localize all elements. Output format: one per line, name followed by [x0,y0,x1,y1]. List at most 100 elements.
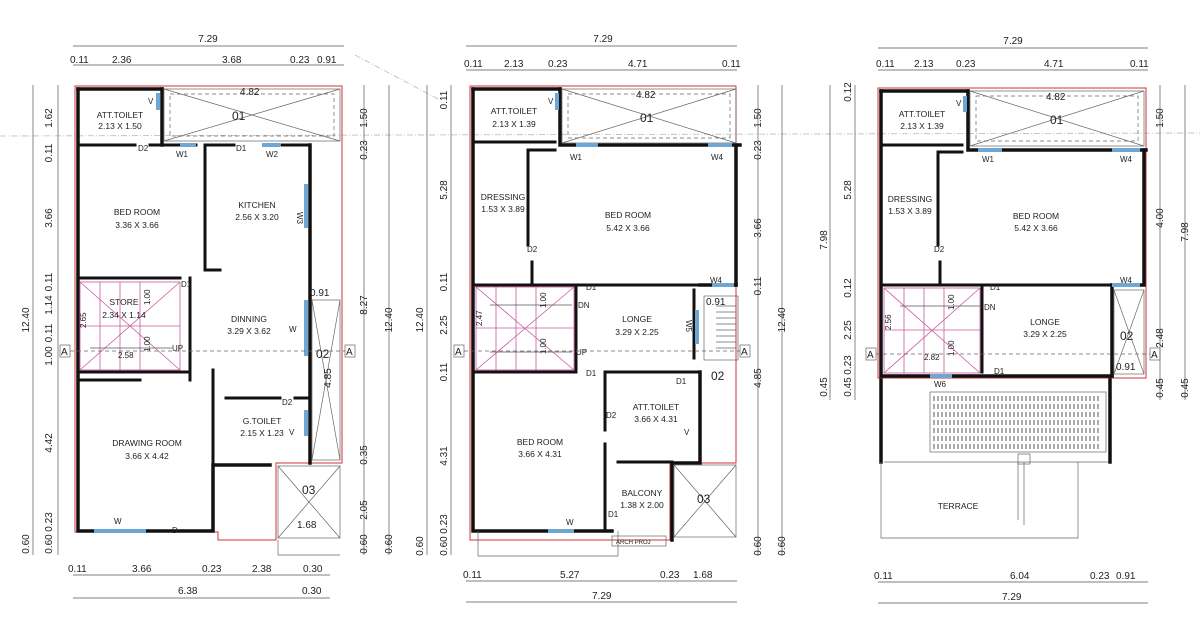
dim-top-total: 7.29 [198,34,218,45]
window-label: W [566,518,574,527]
dim-top: 0.23 [290,55,310,66]
open-area-tag: 02 [316,347,330,361]
room-name: ATT.TOILET [491,106,537,116]
dim-bottom: 1.68 [693,570,713,581]
scan-line [0,132,1200,137]
shaft-tag: 01 [232,109,246,123]
dim-bottom-total: 6.38 [178,586,198,597]
dim-right: 0.23 [753,140,764,160]
window-label: W4 [1120,276,1133,285]
dim-left: 0.11 [439,272,450,291]
dim-left: 1.00 [44,346,55,366]
dim-left: 1.62 [44,108,55,128]
dim-right: 8.27 [359,295,370,315]
room-name: DINNING [231,314,267,324]
dim-right-bottom: 0.45 [1180,378,1191,398]
dim-right: 3.66 [753,218,764,238]
dim-right-total: 12.40 [384,307,395,332]
room-size: 1.38 X 2.00 [620,500,664,510]
room-size: 2.34 X 1.14 [102,310,146,320]
dim-top: 2.13 [504,59,524,70]
stair-dim: 1.00 [947,340,956,356]
room-size: 3.29 X 2.25 [615,327,659,337]
dim-bottom: 6.04 [1010,571,1030,582]
open-area-dim: 0.91 [706,297,726,308]
stair-dim: 1.00 [947,294,956,310]
shaft-dim: 4.82 [1046,92,1066,103]
open-area-dim: 1.68 [297,520,317,531]
room-size: 3.66 X 4.42 [125,451,169,461]
room-size: 1.53 X 3.89 [481,204,525,214]
dim-bottom-total: 7.29 [1002,592,1022,603]
door-label: D1 [990,283,1001,292]
dim-left: 4.31 [439,446,450,466]
room-size: 3.29 X 3.62 [227,326,271,336]
door-label: D [172,526,178,535]
dim-left: 0.11 [44,143,55,162]
stair-dim: 2.65 [79,312,88,328]
door-label: D2 [934,245,945,254]
dim-left: 0.11 [44,272,55,291]
dim-right-bottom: 0.60 [384,534,395,554]
dim-top: 3.68 [222,55,242,66]
dim-left: 0.23 [843,355,854,375]
open-area-tag: 02 [711,369,725,383]
dim-left: 0.23 [44,512,55,532]
arch-proj-label: ARCH PROJ [616,540,651,546]
window-label: W3 [295,212,304,225]
window-label: W5 [684,320,693,333]
stair-dim: 1.00 [539,338,548,354]
door-label: D1 [676,377,687,386]
dim-right: 1.50 [753,108,764,128]
door-label: D2 [606,411,617,420]
dim-left: 4.42 [44,433,55,453]
staircase [475,286,575,371]
dim-left: 1.14 [44,295,55,315]
stair-dim: 2.58 [118,351,134,360]
room-size: 3.29 X 2.25 [1023,329,1067,339]
stair-up-label: UP [172,344,183,353]
room-name: BED ROOM [605,210,651,220]
dim-bottom: 3.66 [132,564,152,575]
stair-dim: 1.00 [143,289,152,305]
dim-right-total: 12.40 [777,307,788,332]
roof-sheet-hatch [929,391,1107,453]
stair-up-label: UP [576,348,587,357]
dim-bottom: 0.30 [303,564,323,575]
dim-bottom: 0.23 [660,570,680,581]
dim-top-total: 7.29 [593,34,613,45]
door-label: D1 [181,280,192,289]
first-floor-plan: 7.29 0.11 2.13 0.23 4.71 0.11 12.40 0.11… [415,34,788,603]
door-label: D2 [138,144,149,153]
dim-left: 2.25 [843,320,854,340]
staircase [883,287,981,374]
stair-dim: 1.00 [539,292,548,308]
ground-floor-plan: 7.29 0.11 2.36 3.68 0.23 0.91 12.40 1.62… [21,34,395,599]
door-label: D1 [586,283,597,292]
dim-right: 1.50 [1155,108,1166,128]
dim-right: 2.05 [359,500,370,520]
room-name: LONGE [622,314,652,324]
window-label: W [289,325,297,334]
dim-bottom: 0.11 [463,570,482,581]
dim-left: 0.60 [44,534,55,554]
dim-left: 2.25 [439,315,450,335]
section-marker: A [61,347,68,358]
room-name: ATT.TOILET [97,110,143,120]
door-label: D2 [527,245,538,254]
dim-bottom: 0.23 [202,564,222,575]
open-area-dim: 0.91 [310,288,330,299]
window-label: W2 [266,150,279,159]
dim-top: 0.11 [722,59,741,70]
dim-left-bottom: 0.45 [819,377,830,397]
dim-bottom: 0.91 [1116,571,1136,582]
dim-left-total: 12.40 [21,307,32,332]
room-size: 2.56 X 3.20 [235,212,279,222]
dim-top: 4.71 [1044,59,1064,70]
dim-top: 2.36 [112,55,132,66]
dim-left-bottom: 0.60 [21,534,32,554]
room-name: DRESSING [481,192,525,202]
dim-left: 3.66 [44,208,55,228]
room-size: 3.66 X 4.31 [518,449,562,459]
dim-left-total: 12.40 [415,307,426,332]
